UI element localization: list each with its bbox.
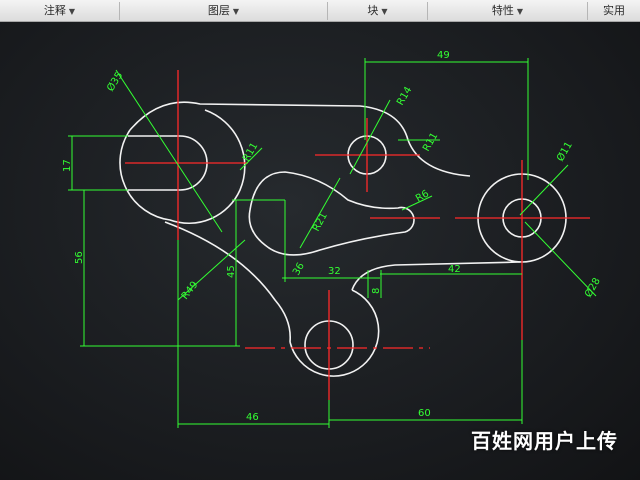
dim-d28: Ø28 [582, 276, 603, 300]
ribbon-panel-bar: 注释▼ 图层▼ 块▼ 特性▼ 实用 [0, 0, 640, 22]
dim-r21: R21 [311, 211, 330, 234]
layers-panel-tab[interactable]: 图层▼ [120, 2, 328, 20]
properties-panel-tab[interactable]: 特性▼ [428, 2, 588, 20]
outline-right-bottom [351, 261, 521, 291]
layers-panel-label: 图层 [207, 4, 230, 17]
left-ring-outer [119, 109, 246, 225]
block-panel-label: 块 [367, 4, 379, 17]
chevron-down-icon: ▼ [516, 7, 524, 16]
outline-left-flank [164, 221, 292, 343]
annotation-panel-label: 注释 [43, 4, 66, 17]
utilities-panel-label: 实用 [603, 4, 625, 17]
dim-42: 42 [448, 264, 461, 275]
centerlines [125, 70, 590, 400]
dim-8: 8 [371, 288, 382, 294]
dimension-lines [68, 58, 597, 428]
dim-32: 32 [328, 266, 341, 277]
chevron-down-icon: ▼ [68, 7, 76, 16]
outline-top [129, 101, 471, 177]
dim-45: 45 [226, 265, 237, 278]
dim-49: 49 [437, 50, 450, 61]
dim-36: 36 [291, 261, 307, 278]
dim-r11-right: R11 [421, 131, 440, 154]
dim-r6: R6 [414, 188, 431, 204]
watermark-text: 百姓网用户上传 [471, 429, 618, 453]
inner-slot [248, 171, 415, 256]
chevron-down-icon: ▼ [381, 7, 388, 16]
dim-r14: R14 [395, 85, 414, 108]
dim-d11: Ø11 [554, 140, 575, 164]
utilities-panel-tab[interactable]: 实用 [588, 2, 640, 20]
dim-17: 17 [62, 159, 73, 172]
dim-60: 60 [418, 408, 431, 419]
chevron-down-icon: ▼ [232, 7, 240, 16]
dim-56: 56 [74, 251, 85, 264]
properties-panel-label: 特性 [491, 4, 514, 17]
dim-d35: Ø35 [104, 70, 125, 94]
block-panel-tab[interactable]: 块▼ [328, 2, 428, 20]
bottom-boss-outer [289, 289, 380, 377]
annotation-panel-tab[interactable]: 注释▼ [0, 2, 120, 20]
drawing-canvas[interactable] [0, 22, 640, 480]
part-geometry [119, 101, 567, 377]
dim-46: 46 [246, 412, 259, 423]
